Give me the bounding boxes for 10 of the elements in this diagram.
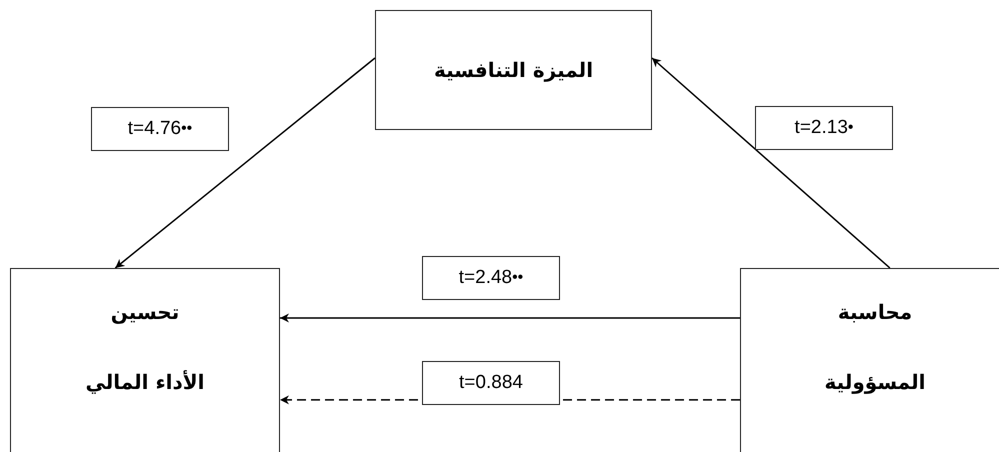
- box: [740, 268, 999, 452]
- arrow: [114, 57, 376, 269]
- box-text: محاسبة المسؤولية: [824, 299, 926, 396]
- box-text: تحسين الأداء المالي: [85, 299, 205, 396]
- edge-label: t=0.884: [422, 361, 560, 405]
- arrow: [280, 313, 740, 322]
- box: [10, 268, 280, 452]
- arrow: [652, 57, 890, 269]
- box-text: الميزة التنافسية: [434, 57, 594, 84]
- box: [375, 10, 652, 130]
